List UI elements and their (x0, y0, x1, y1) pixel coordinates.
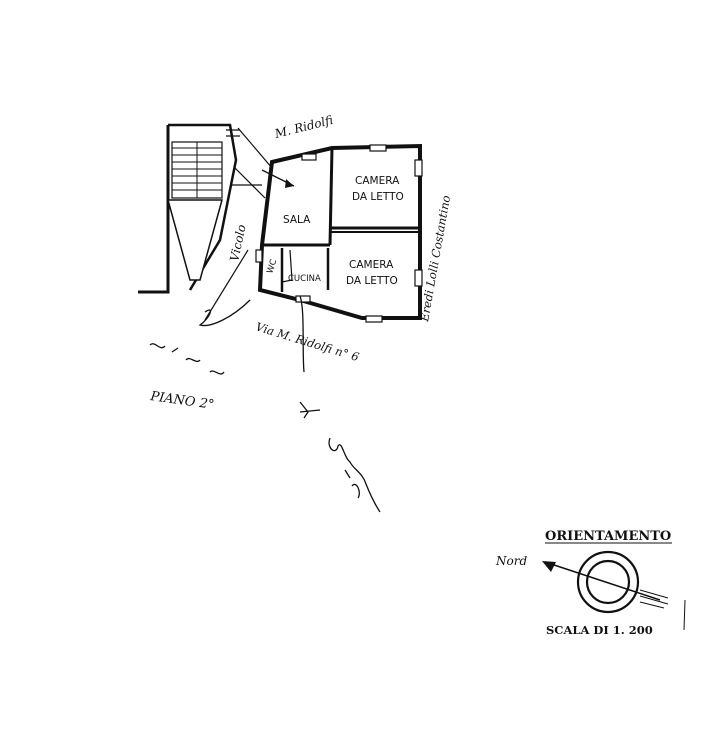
room-label-wc: WC (265, 258, 279, 275)
vicolo-lane (204, 127, 273, 321)
north-label: Nord (495, 554, 527, 568)
room-label-sala: SALA (283, 214, 311, 226)
room-label-cucina: CUCINA (288, 274, 321, 284)
scale-label: SCALA DI 1. 200 (546, 623, 653, 637)
street-label-vicolo: Vicolo (227, 223, 248, 262)
street-label-north: M. Ridolfi (272, 113, 334, 141)
floor-label: PIANO 2° (148, 389, 215, 413)
street-label-south: Via M. Ridolfi n° 6 (254, 319, 361, 364)
apartment-walls (226, 129, 423, 323)
room-label-camera-top-1: CAMERA (355, 175, 400, 187)
street-label-east: Eredi Lolli Costantino (417, 194, 453, 323)
room-label-camera-bottom-2: DA LETTO (346, 275, 398, 287)
room-label-camera-top-2: DA LETTO (352, 191, 404, 203)
orientation-title: ORIENTAMENTO (545, 529, 671, 544)
room-label-camera-bottom-1: CAMERA (349, 259, 394, 271)
stair-block (138, 123, 238, 294)
compass-icon (542, 550, 686, 631)
handwritten-marks (149, 295, 381, 513)
